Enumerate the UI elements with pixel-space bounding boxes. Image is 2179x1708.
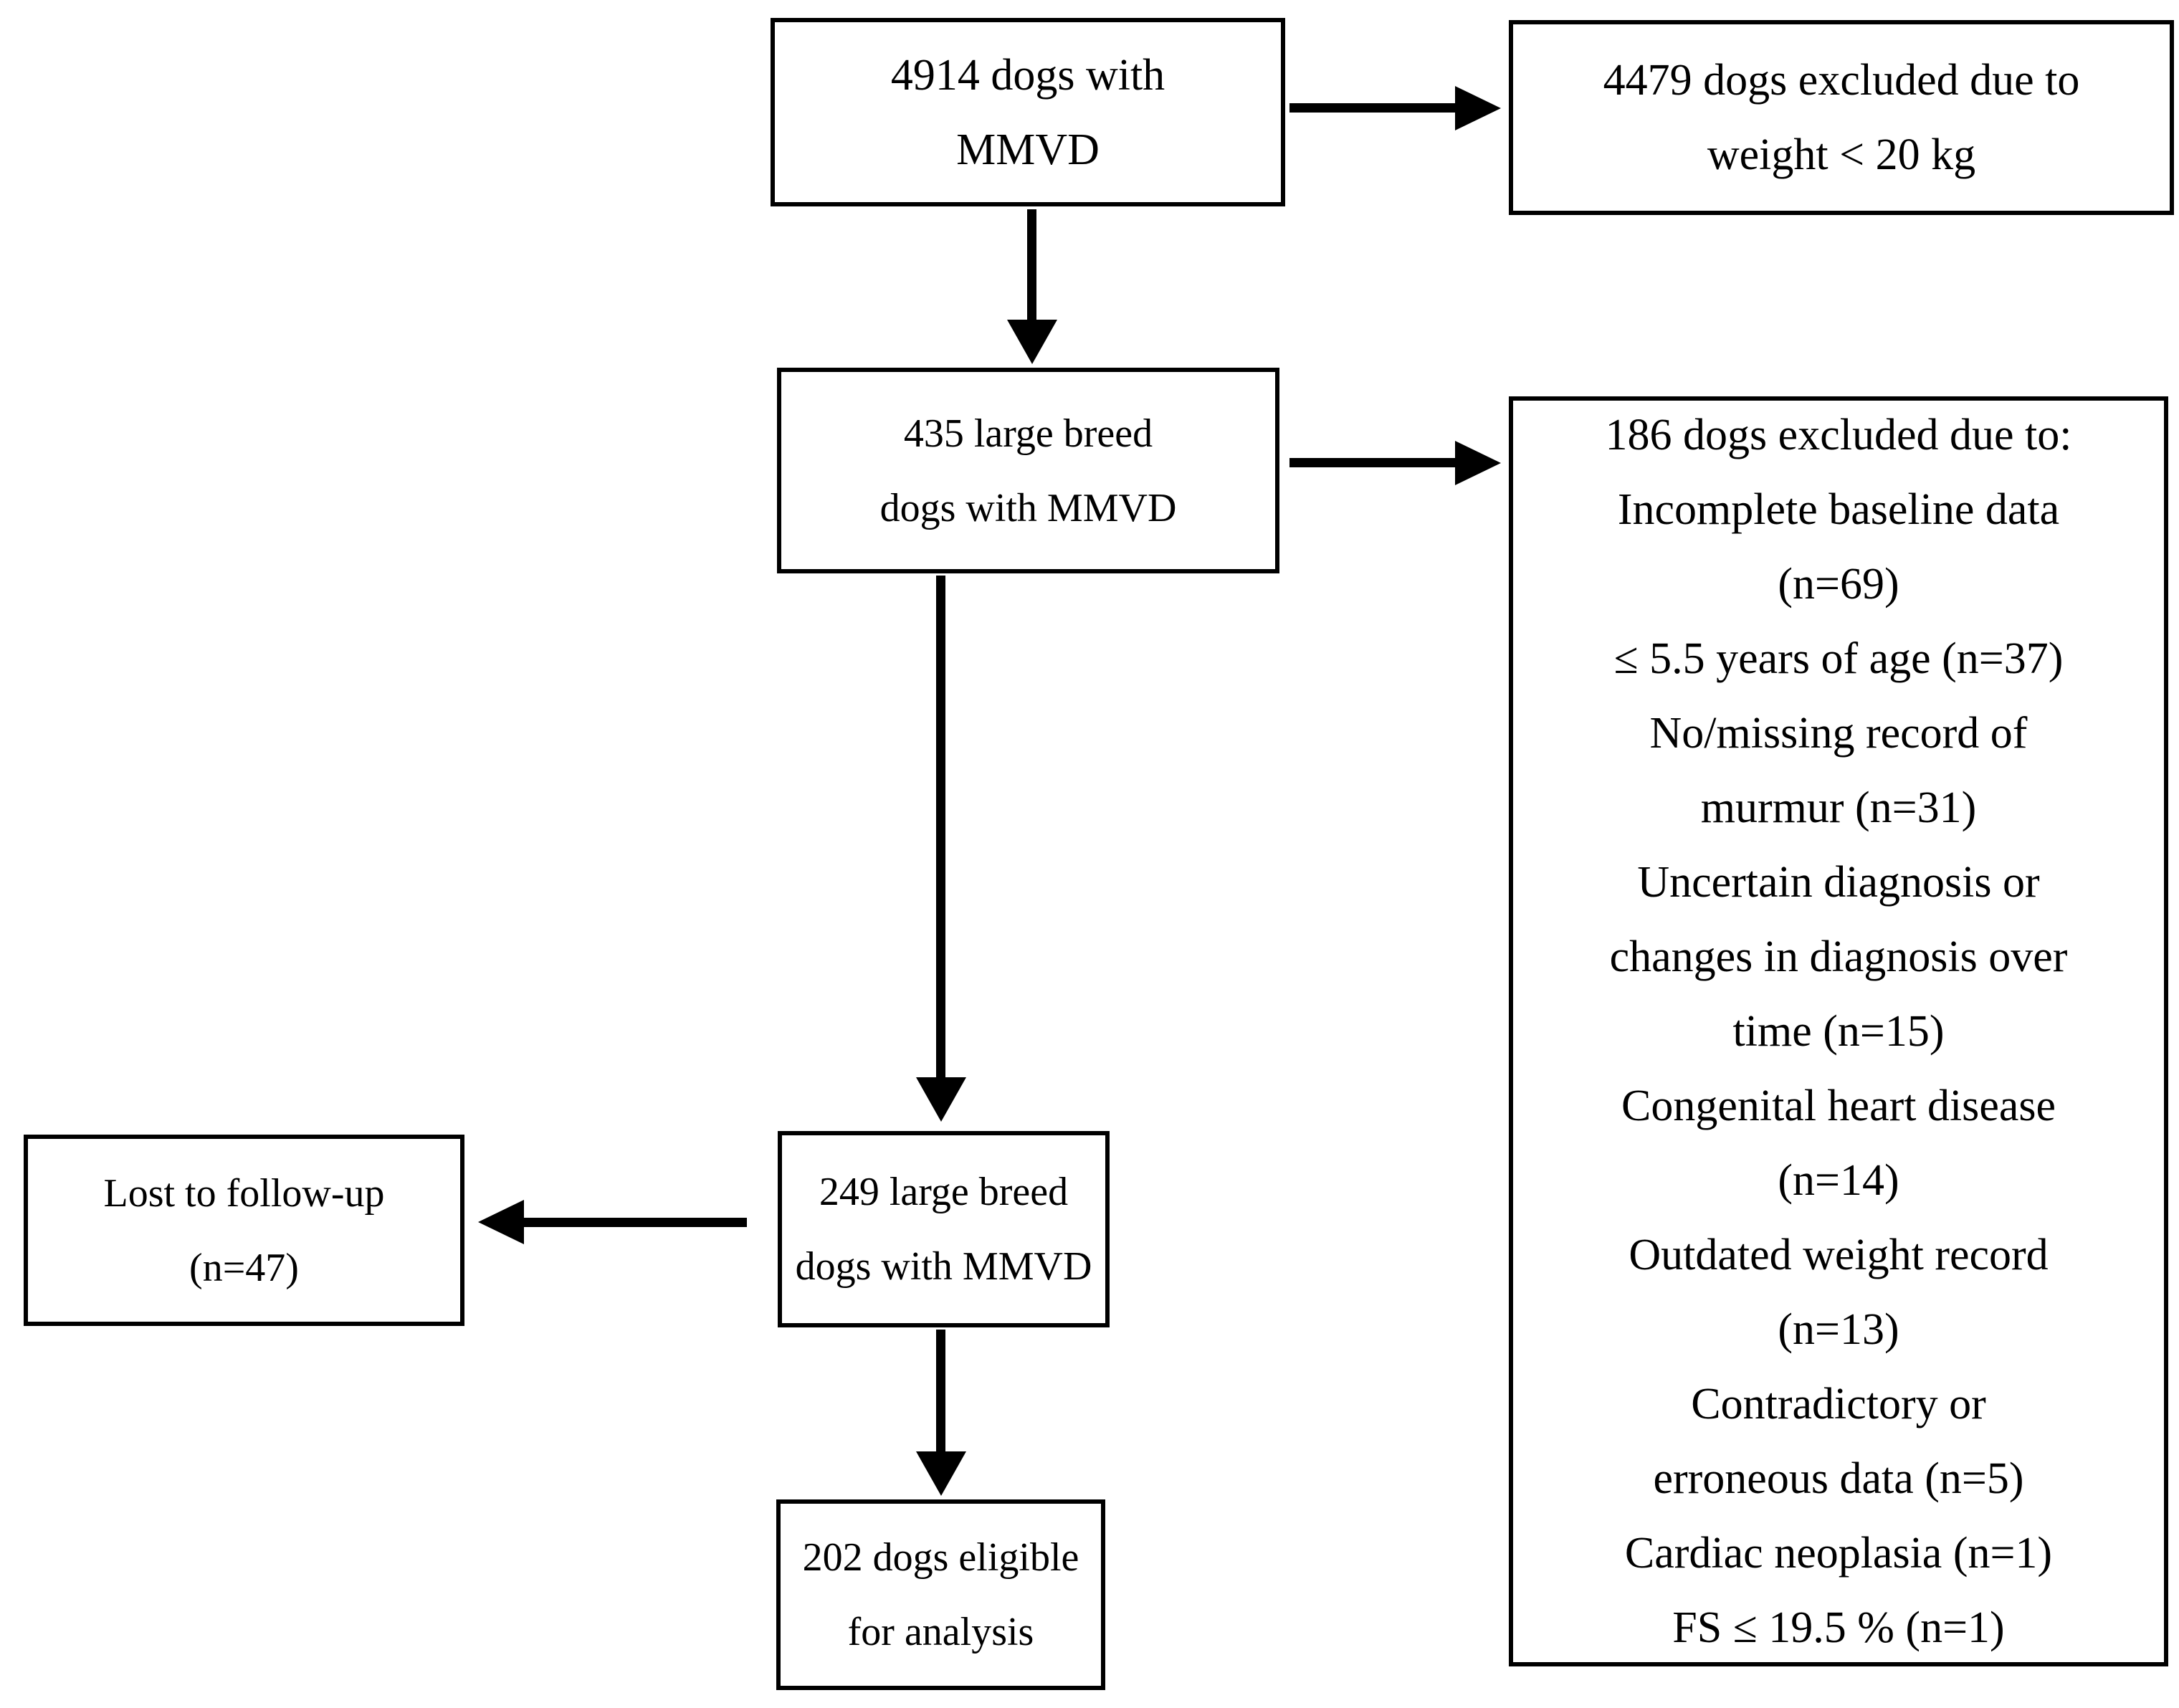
text-line: Cardiac neoplasia (n=1) <box>1624 1529 2053 1578</box>
text-line: 4479 dogs excluded due to <box>1603 56 2080 105</box>
arrow-shaft <box>1027 209 1036 321</box>
arrow-head <box>916 1077 966 1122</box>
node-eligible-dogs: 202 dogs eligible for analysis <box>776 1499 1105 1690</box>
arrow-shaft <box>1289 103 1457 113</box>
text-line: Contradictory or <box>1691 1380 1986 1428</box>
arrow-head <box>916 1451 966 1496</box>
text-line: Lost to follow-up <box>103 1170 385 1216</box>
text-line: 249 large breed <box>819 1170 1069 1214</box>
text-line: 4914 dogs with <box>890 50 1165 100</box>
text-line: 186 dogs excluded due to: <box>1605 411 2072 459</box>
text-line: weight < 20 kg <box>1707 130 1976 179</box>
text-line: changes in diagnosis over <box>1609 932 2068 981</box>
text-line: Uncertain diagnosis or <box>1637 858 2040 907</box>
arrow-shaft <box>1289 458 1457 467</box>
node-lost-to-followup: Lost to follow-up (n=47) <box>24 1135 464 1326</box>
text-line: ≤ 5.5 years of age (n=37) <box>1613 634 2064 683</box>
arrow-shaft <box>936 1330 945 1453</box>
text-line: murmur (n=31) <box>1700 783 1977 832</box>
text-line: erroneous data (n=5) <box>1653 1454 2024 1503</box>
text-line: MMVD <box>956 125 1100 174</box>
text-line: FS ≤ 19.5 % (n=1) <box>1672 1603 2005 1652</box>
node-followup-dogs: 249 large breed dogs with MMVD <box>778 1131 1110 1327</box>
arrow-shaft <box>522 1218 747 1227</box>
text-line: No/missing record of <box>1649 709 2028 758</box>
text-line: for analysis <box>847 1610 1034 1654</box>
text-line: dogs with MMVD <box>795 1244 1092 1289</box>
text-line: Incomplete baseline data <box>1617 485 2060 534</box>
arrow-head <box>1007 320 1057 364</box>
text-line: Outdated weight record <box>1629 1231 2049 1279</box>
text-line: 202 dogs eligible <box>802 1535 1079 1580</box>
arrow-head <box>1455 441 1501 485</box>
node-exclusion-reasons: 186 dogs excluded due to: Incomplete base… <box>1509 396 2168 1666</box>
arrow-shaft <box>936 576 945 1079</box>
node-large-breed-dogs: 435 large breed dogs with MMVD <box>777 368 1279 573</box>
node-excluded-weight: 4479 dogs excluded due to weight < 20 kg <box>1509 20 2174 215</box>
text-line: (n=13) <box>1778 1305 1899 1354</box>
text-line: dogs with MMVD <box>879 485 1177 530</box>
arrow-head <box>1455 86 1501 130</box>
text-line: 435 large breed <box>903 411 1153 456</box>
text-line: (n=47) <box>189 1245 299 1290</box>
text-line: (n=69) <box>1778 560 1899 609</box>
text-line: (n=14) <box>1778 1156 1899 1205</box>
arrow-head <box>478 1200 524 1244</box>
text-line: Congenital heart disease <box>1621 1082 2056 1130</box>
text-line: time (n=15) <box>1732 1007 1945 1056</box>
